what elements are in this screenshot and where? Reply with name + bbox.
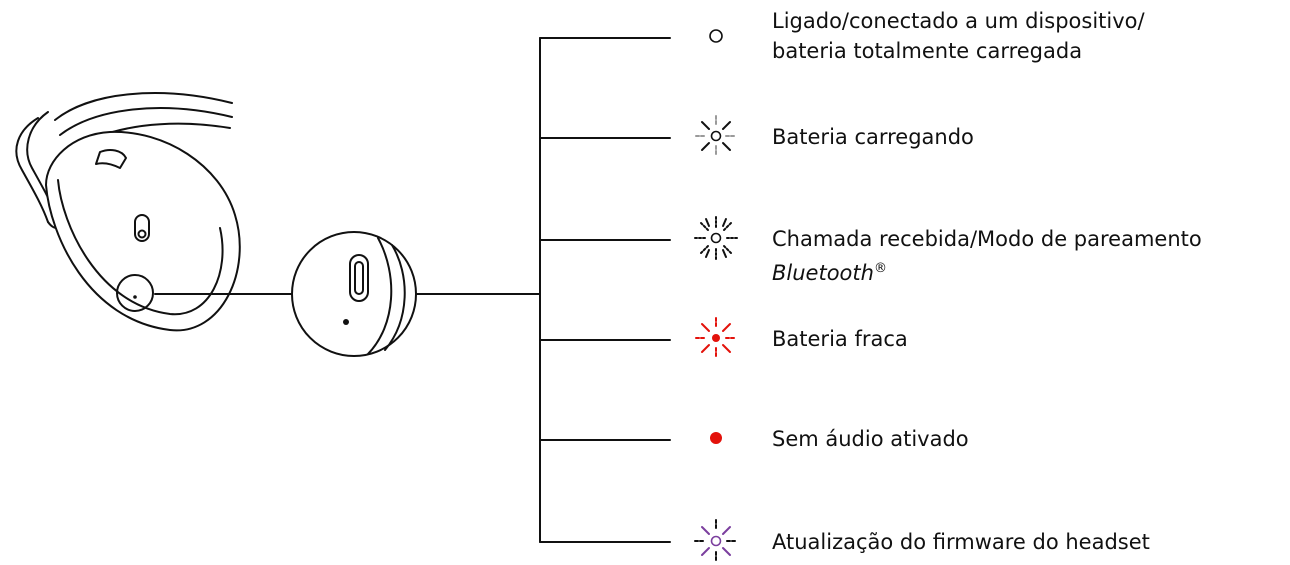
red-solid-light-icon (710, 432, 722, 444)
solid-light-icon (709, 29, 723, 43)
headset-illustration (15, 92, 241, 332)
breathing-light-icon (695, 115, 737, 157)
legend-label-charging-line1: Bateria carregando (772, 125, 974, 149)
purple-blinking-light-icon (694, 519, 738, 563)
registered-mark: ® (873, 261, 887, 276)
zoom-detail (291, 231, 417, 357)
legend-label-on: Ligado/conectado a um dispositivo/ bater… (772, 6, 1145, 66)
legend-label-low-line1: Bateria fraca (772, 327, 908, 351)
legend-label-low: Bateria fraca (772, 324, 908, 354)
legend-label-firmware-line1: Atualização do firmware do headset (772, 530, 1150, 554)
blinking-light-icon (694, 216, 738, 260)
legend-bracket (539, 37, 671, 543)
legend-label-mute-line1: Sem áudio ativado (772, 427, 969, 451)
legend-label-mute: Sem áudio ativado (772, 424, 969, 454)
legend-label-incoming: Chamada recebida/Modo de pareamento Blue… (772, 224, 1202, 288)
legend-label-charging: Bateria carregando (772, 122, 974, 152)
legend-label-incoming-line1: Chamada recebida/Modo de pareamento (772, 227, 1202, 251)
legend-label-firmware: Atualização do firmware do headset (772, 527, 1150, 557)
legend-label-incoming-line2: Bluetooth® (772, 254, 1202, 288)
red-blinking-light-icon (695, 317, 737, 359)
bluetooth-label: Bluetooth (772, 261, 874, 285)
legend-label-on-line2: bateria totalmente carregada (772, 39, 1083, 63)
legend-label-on-line1: Ligado/conectado a um dispositivo/ (772, 9, 1145, 33)
